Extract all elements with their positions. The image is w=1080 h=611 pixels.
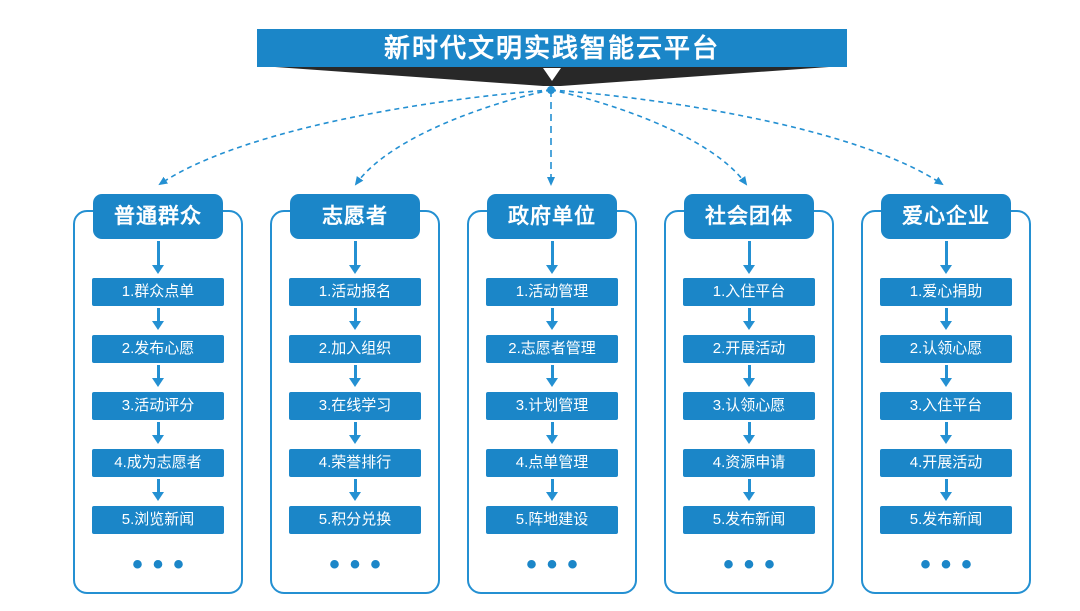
column-header: 社会团体 xyxy=(684,194,814,239)
column-volunteers: 志愿者 1.活动报名 2.加入组织 3.在线学习 4.荣誉排行 5.积分兑换 •… xyxy=(270,194,440,594)
step-box: 5.积分兑换 xyxy=(289,506,421,534)
arrow-down-icon xyxy=(348,241,362,274)
more-indicator: ••• xyxy=(920,548,982,581)
arrow-down-icon xyxy=(545,479,559,501)
arrow-down-icon xyxy=(348,308,362,330)
step-box: 3.在线学习 xyxy=(289,392,421,420)
step-box: 3.认领心愿 xyxy=(683,392,815,420)
step-box: 1.活动报名 xyxy=(289,278,421,306)
column-social-groups: 社会团体 1.入住平台 2.开展活动 3.认领心愿 4.资源申请 5.发布新闻 … xyxy=(664,194,834,594)
arrow-down-icon xyxy=(348,479,362,501)
more-indicator: ••• xyxy=(132,548,194,581)
column-caring-enterprises: 爱心企业 1.爱心捐助 2.认领心愿 3.入住平台 4.开展活动 5.发布新闻 … xyxy=(861,194,1031,594)
column-general-public: 普通群众 1.群众点单 2.发布心愿 3.活动评分 4.成为志愿者 5.浏览新闻… xyxy=(73,194,243,594)
step-box: 4.荣誉排行 xyxy=(289,449,421,477)
step-box: 4.成为志愿者 xyxy=(92,449,224,477)
arrow-down-icon xyxy=(939,422,953,444)
step-box: 1.群众点单 xyxy=(92,278,224,306)
arrow-down-icon xyxy=(545,422,559,444)
arrow-down-icon xyxy=(545,365,559,387)
step-box: 3.活动评分 xyxy=(92,392,224,420)
step-box: 2.加入组织 xyxy=(289,335,421,363)
step-box: 2.志愿者管理 xyxy=(486,335,618,363)
step-box: 1.活动管理 xyxy=(486,278,618,306)
step-box: 4.资源申请 xyxy=(683,449,815,477)
step-box: 5.发布新闻 xyxy=(880,506,1012,534)
column-header: 普通群众 xyxy=(93,194,223,239)
arrow-down-icon xyxy=(545,308,559,330)
column-header: 志愿者 xyxy=(290,194,420,239)
arrow-down-icon xyxy=(742,365,756,387)
step-box: 2.开展活动 xyxy=(683,335,815,363)
arrow-down-icon xyxy=(742,308,756,330)
step-box: 2.认领心愿 xyxy=(880,335,1012,363)
step-box: 3.计划管理 xyxy=(486,392,618,420)
arrow-down-icon xyxy=(151,422,165,444)
dashed-connector-lines xyxy=(158,86,944,186)
arrow-down-icon xyxy=(742,479,756,501)
arrow-down-icon xyxy=(939,479,953,501)
more-indicator: ••• xyxy=(526,548,588,581)
step-box: 4.开展活动 xyxy=(880,449,1012,477)
step-box: 1.入住平台 xyxy=(683,278,815,306)
arrow-down-icon xyxy=(348,365,362,387)
step-box: 4.点单管理 xyxy=(486,449,618,477)
column-header: 政府单位 xyxy=(487,194,617,239)
more-indicator: ••• xyxy=(723,548,785,581)
step-box: 5.发布新闻 xyxy=(683,506,815,534)
step-box: 2.发布心愿 xyxy=(92,335,224,363)
arrow-down-icon xyxy=(348,422,362,444)
arrow-down-icon xyxy=(742,241,756,274)
page-title: 新时代文明实践智能云平台 xyxy=(257,29,847,67)
arrow-down-icon xyxy=(939,365,953,387)
arrow-down-icon xyxy=(151,308,165,330)
column-header: 爱心企业 xyxy=(881,194,1011,239)
step-box: 5.阵地建设 xyxy=(486,506,618,534)
arrow-down-icon xyxy=(151,479,165,501)
column-government-units: 政府单位 1.活动管理 2.志愿者管理 3.计划管理 4.点单管理 5.阵地建设… xyxy=(467,194,637,594)
arrow-down-icon xyxy=(545,241,559,274)
arrow-down-icon xyxy=(151,365,165,387)
arrow-down-icon xyxy=(939,241,953,274)
step-box: 5.浏览新闻 xyxy=(92,506,224,534)
step-box: 1.爱心捐助 xyxy=(880,278,1012,306)
arrow-down-icon xyxy=(742,422,756,444)
more-indicator: ••• xyxy=(329,548,391,581)
arrow-down-icon xyxy=(151,241,165,274)
arrow-down-icon xyxy=(939,308,953,330)
step-box: 3.入住平台 xyxy=(880,392,1012,420)
